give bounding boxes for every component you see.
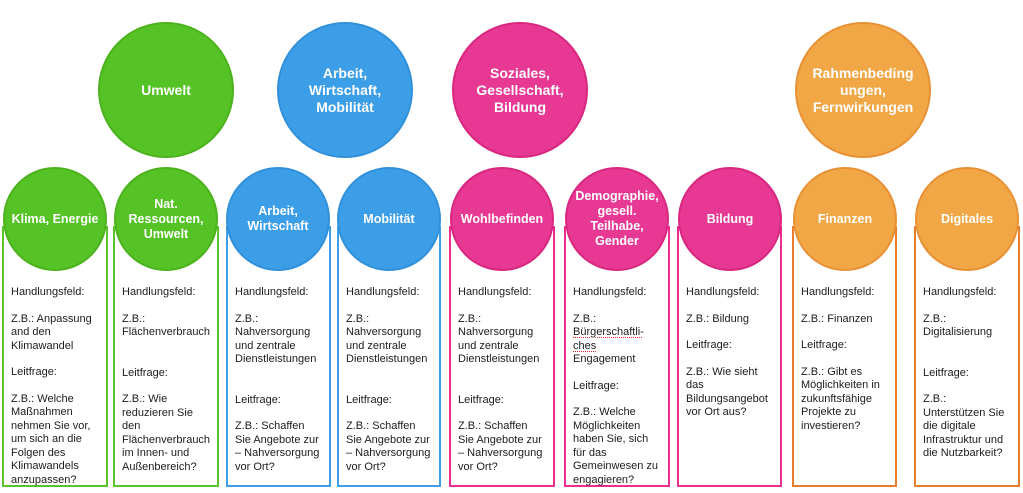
subcategory-circle-nat-ressourcen: Nat. Ressourcen, Umwelt xyxy=(114,167,218,271)
handlungsfeld-text: Z.B.: Bildung xyxy=(686,312,749,325)
leitfrage-text: Z.B.: Wie sieht das Bildungsangebot vor … xyxy=(686,365,768,419)
handlungsfeld-text: Z.B.: Anpassung and den Klimawandel xyxy=(11,312,92,352)
category-circle-rahmenbedingungen-fernwirkungen: Rahmenbeding ungen, Fernwirkungen xyxy=(795,22,931,158)
leitfrage-label: Leitfrage: xyxy=(235,393,281,406)
handlungsfeld-text-post: Engagement xyxy=(573,353,636,365)
subcategory-circle-finanzen: Finanzen xyxy=(793,167,897,271)
leitfrage-label: Leitfrage: xyxy=(573,379,619,392)
leitfrage-text: Z.B.: Schaffen Sie Angebote zur – Nahver… xyxy=(235,420,320,473)
handlungsfeld-text-pre: Z.B.: xyxy=(573,312,597,325)
leitfrage-label: Leitfrage: xyxy=(801,339,847,351)
leitfrage-label: Leitfrage: xyxy=(686,339,732,351)
leitfrage-text: Z.B.: Wie reduzieren Sie den Flächenverb… xyxy=(122,393,211,473)
handlungsfeld-text: Z.B.: Nahversorgung und zentrale Dienstl… xyxy=(346,312,428,366)
detail-box-digitales: Handlungsfeld: Z.B.: Digitalisierung Lei… xyxy=(914,226,1020,487)
subcategory-circle-bildung: Bildung xyxy=(678,167,782,271)
handlungsfeld-text: Z.B.: Flächenverbrauch xyxy=(122,312,211,339)
subcategory-circle-arbeit-wirtschaft: Arbeit, Wirtschaft xyxy=(226,167,330,271)
subcategory-circle-wohlbefinden: Wohlbefinden xyxy=(450,167,554,271)
detail-box-wohlbefinden: Handlungsfeld: Z.B.: Nahversorgung und z… xyxy=(449,226,555,487)
subcategory-circle-klima-energie: Klima, Energie xyxy=(3,167,107,271)
leitfrage-label: Leitfrage: xyxy=(923,366,969,379)
handlungsfeld-label: Handlungsfeld: xyxy=(346,286,420,298)
leitfrage-label: Leitfrage: xyxy=(346,393,392,406)
spellcheck-underlined-word: Bürgerschaftli-ches xyxy=(573,326,644,352)
detail-box-nat-ressourcen: Handlungsfeld: Z.B.: Flächenverbrauch Le… xyxy=(113,226,219,487)
detail-box-mobilitaet: Handlungsfeld: Z.B.: Nahversorgung und z… xyxy=(337,226,441,487)
category-circle-arbeit-wirtschaft-mobilitaet: Arbeit, Wirtschaft, Mobilität xyxy=(277,22,413,158)
leitfrage-label: Leitfrage: xyxy=(122,366,168,379)
handlungsfeld-text: Z.B.: Digitalisierung xyxy=(923,312,993,339)
handlungsfeld-label: Handlungsfeld: xyxy=(686,286,760,298)
leitfrage-text: Z.B.: Schaffen Sie Angebote zur – Nahver… xyxy=(458,420,543,473)
subcategory-circle-mobilitaet: Mobilität xyxy=(337,167,441,271)
subcategory-circle-digitales: Digitales xyxy=(915,167,1019,271)
handlungsfeld-text: Z.B.: Nahversorgung und zentrale Dienstl… xyxy=(458,312,540,366)
handlungsfeld-label: Handlungsfeld: xyxy=(923,286,997,298)
handlungsfeld-text: Z.B.: Finanzen xyxy=(801,312,873,325)
leitfrage-text: Z.B.: Gibt es Möglichkeiten in zukunftsf… xyxy=(801,365,880,432)
category-circle-umwelt: Umwelt xyxy=(98,22,234,158)
category-circle-soziales-gesellschaft-bildung: Soziales, Gesellschaft, Bildung xyxy=(452,22,588,158)
handlungsfeld-label: Handlungsfeld: xyxy=(801,286,875,298)
leitfrage-label: Leitfrage: xyxy=(11,366,57,378)
handlungsfeld-text: Z.B.: Nahversorgung und zentrale Dienstl… xyxy=(235,312,317,366)
handlungsfeld-label: Handlungsfeld: xyxy=(458,286,532,298)
subcategory-circle-demographie: Demographie, gesell. Teilhabe, Gender xyxy=(565,167,669,271)
handlungsfeld-text: Z.B.: Bürgerschaftli-ches Engagement xyxy=(573,313,661,367)
leitfrage-text: Z.B.: Welche Maßnahmen nehmen Sie vor, u… xyxy=(11,392,91,486)
leitfrage-text: Z.B.: Welche Möglichkeiten haben Sie, si… xyxy=(573,406,658,486)
leitfrage-label: Leitfrage: xyxy=(458,393,504,406)
handlungsfeld-label: Handlungsfeld: xyxy=(11,286,85,298)
handlungsfeld-label: Handlungsfeld: xyxy=(122,286,196,298)
leitfrage-text: Z.B.: Unterstützen Sie die digitale Infr… xyxy=(923,393,1005,459)
handlungsfeld-label: Handlungsfeld: xyxy=(235,286,309,298)
handlungsfeld-label: Handlungsfeld: xyxy=(573,286,647,298)
leitfrage-text: Z.B.: Schaffen Sie Angebote zur – Nahver… xyxy=(346,420,431,473)
